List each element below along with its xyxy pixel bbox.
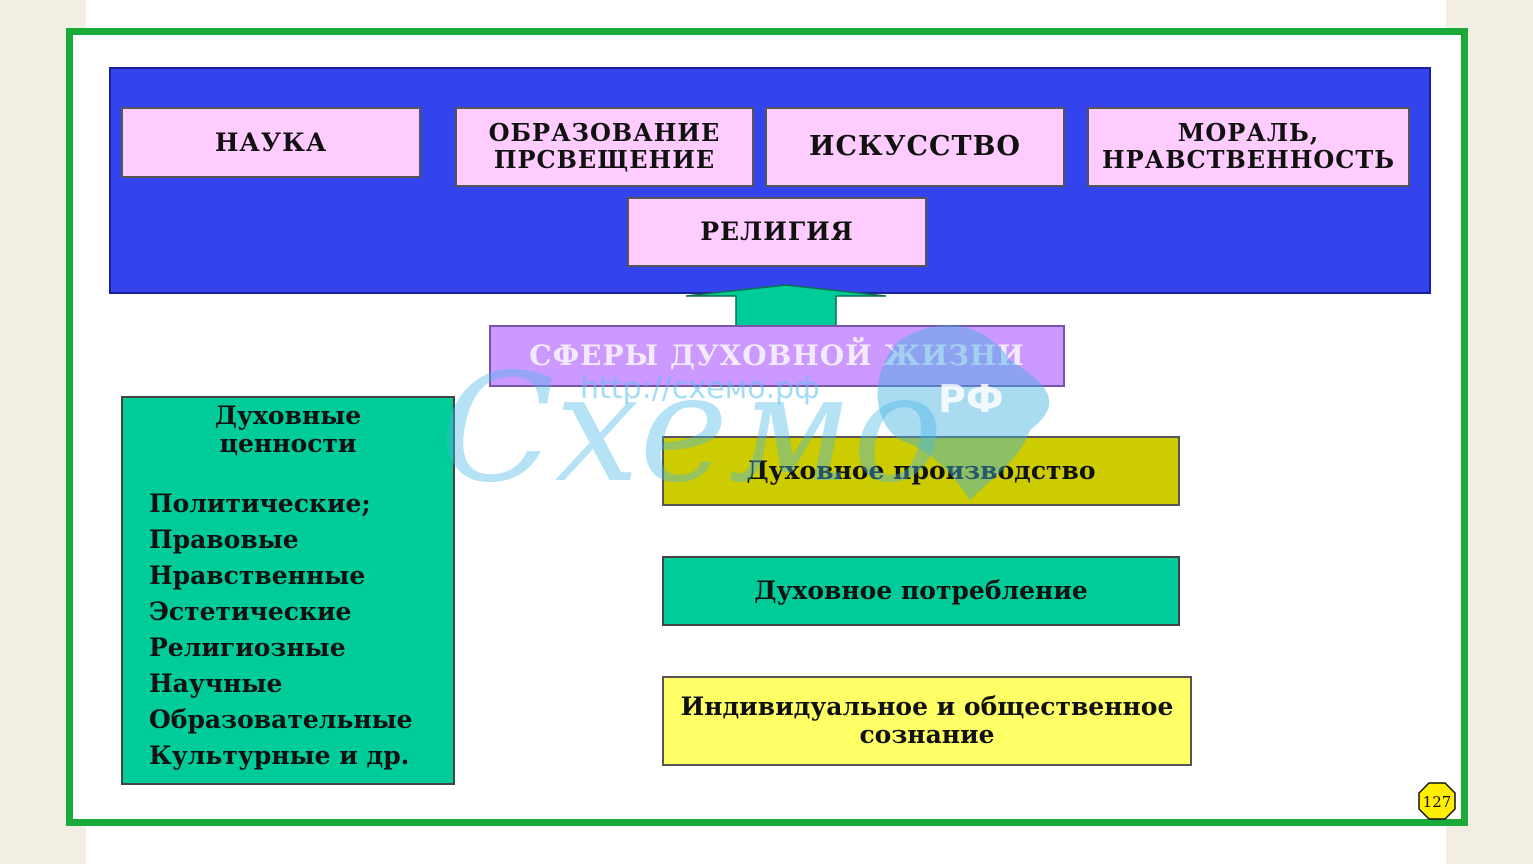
list-item: Нравственные — [149, 561, 366, 590]
list-item: Религиозные — [149, 633, 346, 662]
spiritual-consumption-box: Духовное потребление — [662, 556, 1180, 626]
list-item: Эстетические — [149, 597, 352, 626]
list-item: Образовательные — [149, 705, 413, 734]
list-item: Правовые — [149, 525, 299, 554]
box-art: ИСКУССТВО — [765, 107, 1065, 187]
box-education: ОБРАЗОВАНИЕ ПРСВЕЩЕНИЕ — [455, 107, 754, 187]
spiritual-production-box: Духовное производство — [662, 436, 1180, 506]
page-number: 127 — [1423, 793, 1452, 811]
list-item: Культурные и др. — [149, 741, 410, 770]
list-item: Научные — [149, 669, 283, 698]
box-morality: МОРАЛЬ, НРАВСТВЕННОСТЬ — [1087, 107, 1410, 187]
box-religion: РЕЛИГИЯ — [627, 197, 927, 267]
up-arrow-icon — [686, 284, 886, 328]
spiritual-values-heading: Духовные ценности — [214, 401, 362, 458]
values-list: Политические; Правовые Нравственные Эсте… — [149, 486, 413, 774]
box-science: НАУКА — [121, 107, 421, 178]
page-number-badge: 127 — [1418, 782, 1456, 820]
list-item: Политические; — [149, 489, 371, 518]
spiritual-values-box: Духовные ценности Политические; Правовые… — [121, 396, 455, 785]
spheres-title: СФЕРЫ ДУХОВНОЙ ЖИЗНИ — [489, 325, 1065, 387]
consciousness-box: Индивидуальное и общественное сознание — [662, 676, 1192, 766]
